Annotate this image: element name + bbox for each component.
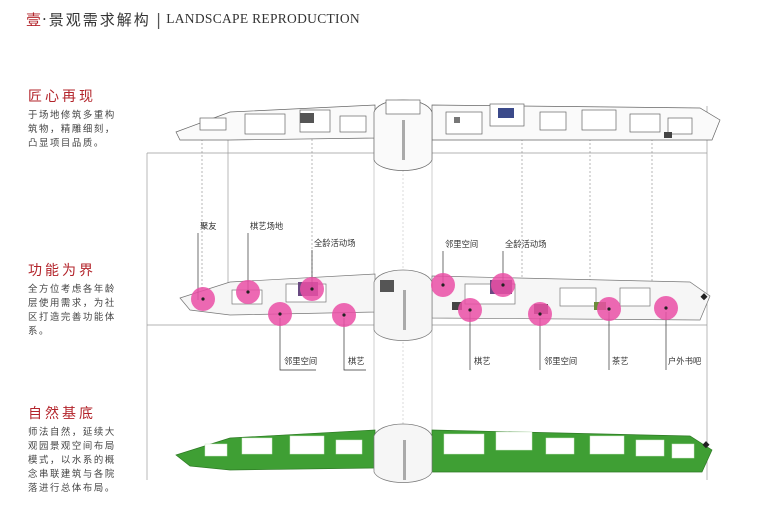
label-chess-1: 棋艺 — [348, 356, 365, 366]
label-neighbor-top: 邻里空间 — [445, 239, 478, 249]
callout-lines — [197, 233, 667, 371]
section-craft-body: 于场地修筑多重构 筑物，精雕细刻， 凸显项目品质。 — [28, 110, 116, 149]
title-main: 景观需求解构 — [48, 10, 151, 29]
section-craft-title: 匠心再现 — [28, 89, 96, 105]
title-english: LANDSCAPE REPRODUCTION — [166, 11, 360, 26]
label-neighbor-1: 邻里空间 — [284, 356, 317, 366]
label-neighbor-3: 邻里空间 — [544, 356, 577, 366]
label-all-age-1: 全龄活动场 — [314, 238, 356, 248]
plan-layer-top — [175, 99, 721, 171]
function-markers — [191, 273, 678, 327]
title-dot: · — [42, 10, 49, 28]
title-divider: | — [155, 9, 162, 29]
dashed-guides — [201, 135, 653, 298]
label-chess-2: 棋艺 — [474, 356, 491, 366]
title-number: 壹 — [26, 10, 43, 29]
header: 壹 · 景观需求解构 | LANDSCAPE REPRODUCTION — [26, 8, 360, 30]
section-function-body: 全方位考虑各年龄 层使用需求，为社 区打造完善功能体 系。 — [28, 284, 116, 337]
label-all-age-2: 全龄活动场 — [505, 239, 547, 249]
plan-top-details — [300, 108, 672, 160]
section-craft: 匠心再现 于场地修筑多重构 筑物，精雕细刻， 凸显项目品质。 — [28, 86, 116, 151]
label-book-bar: 户外书吧 — [668, 356, 702, 366]
section-nature-title: 自然基底 — [28, 406, 96, 422]
label-gathering: 聚友 — [200, 221, 217, 231]
marker-dots — [201, 283, 668, 317]
plan-layer-bottom — [175, 423, 713, 483]
label-tea: 茶艺 — [612, 356, 629, 366]
section-nature-body: 师法自然，延续大 观园景观空间布局 模式，以水系的概 念串联建筑与各院 落进行总… — [28, 427, 116, 494]
section-function-title: 功能为界 — [28, 263, 96, 279]
section-function: 功能为界 全方位考虑各年龄 层使用需求，为社 区打造完善功能体 系。 — [28, 260, 116, 339]
label-chess-field: 棋艺场地 — [250, 221, 283, 231]
section-nature: 自然基底 师法自然，延续大 观园景观空间布局 模式，以水系的概 念串联建筑与各院… — [28, 403, 116, 496]
